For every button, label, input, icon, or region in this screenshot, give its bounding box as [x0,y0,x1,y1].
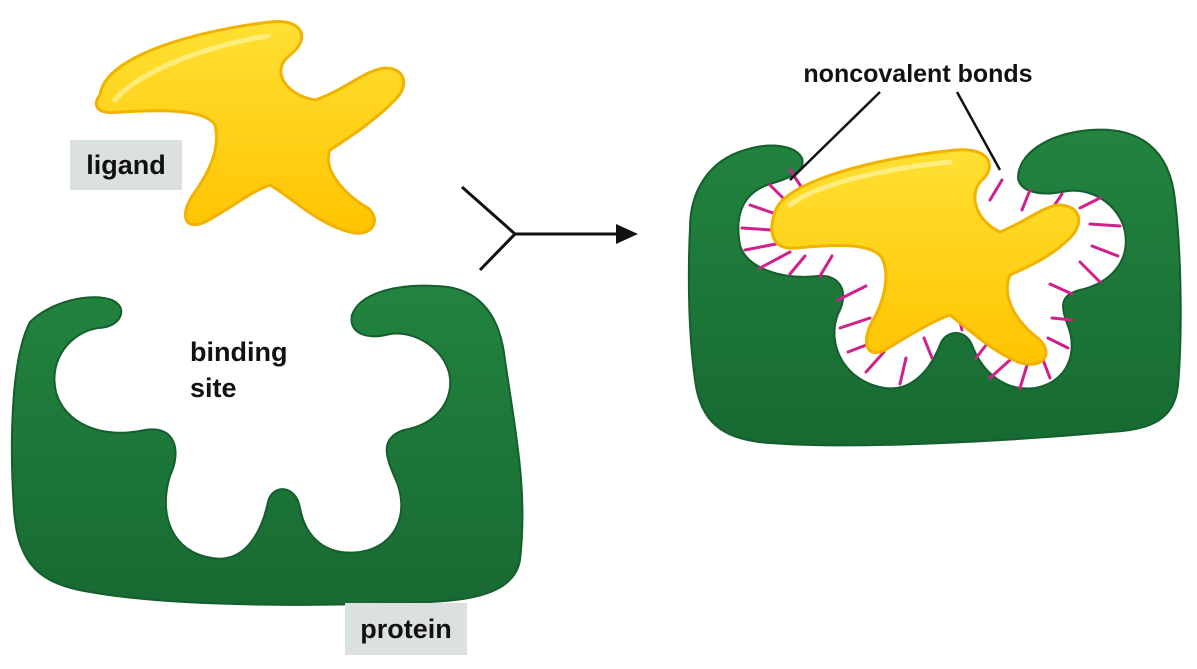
binding-site-label-line1: binding [190,337,287,367]
free-ligand [94,20,406,235]
noncovalent-bonds-leader-lines [789,91,1002,181]
noncovalent-bonds-label: noncovalent bonds [803,60,1032,88]
bound-ligand [770,148,1081,366]
protein-label-box [345,603,467,655]
ligand-label: ligand [86,150,166,180]
reaction-arrow [461,185,622,272]
binding-site-label-line2: site [190,373,237,403]
arrow-head-icon [616,224,638,244]
bound-protein [687,128,1182,447]
ligand-label-box [70,140,182,190]
protein-label: protein [360,614,452,644]
free-protein [10,284,524,606]
